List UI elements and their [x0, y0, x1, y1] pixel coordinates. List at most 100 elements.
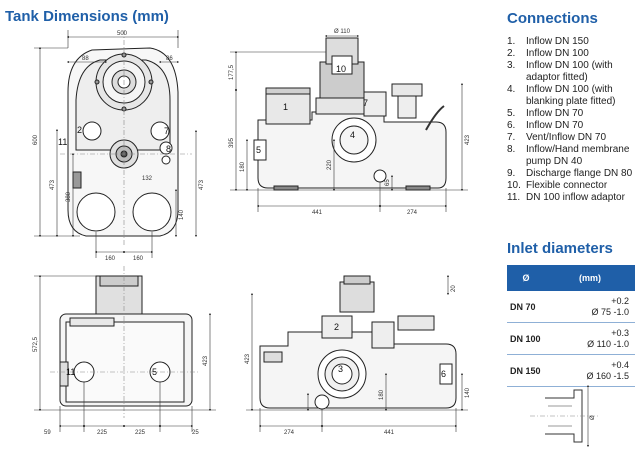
dim-380: 380	[66, 191, 72, 202]
connection-text: Inflow DN 100 (with adaptor fitted)	[526, 60, 613, 83]
connection-text: Vent/Inflow DN 70	[526, 132, 607, 143]
callout-3: 3	[338, 364, 343, 374]
rear-elevation-view	[259, 275, 457, 410]
connections-title: Connections	[507, 10, 598, 27]
table-header-diameter: Ø	[507, 265, 545, 291]
connection-text: Inflow DN 100 (with blanking plate fitte…	[526, 84, 616, 107]
inlet-name: DN 150	[507, 354, 545, 387]
connection-number: 9.	[507, 168, 516, 179]
connection-number: 1.	[507, 36, 516, 47]
dim-225-left: 225	[97, 430, 108, 436]
front-elevation-view	[50, 266, 200, 418]
connection-text: Inflow DN 150	[526, 36, 589, 47]
dim-86: 86	[166, 56, 173, 62]
connection-number: 5.	[507, 108, 516, 119]
inlet-name: DN 70	[507, 291, 545, 323]
dim-160-right: 160	[133, 256, 144, 262]
connection-text: Inflow/Hand membrane pump DN 40	[526, 144, 630, 167]
connection-item: 11.DN 100 inflow adaptor	[507, 192, 642, 204]
connection-item: 10.Flexible connector	[507, 180, 642, 192]
connection-number: 8.	[507, 144, 516, 155]
tank-dimensions-title: Tank Dimensions (mm)	[5, 8, 169, 25]
detail-diameter-label: Ø	[590, 415, 596, 420]
dim-423-front: 423	[203, 355, 209, 366]
side-elevation-labels: Ø 110 177,5 395 180 220 65 423 441 274 1…	[229, 29, 471, 216]
connection-item: 1. Inflow DN 150	[507, 36, 642, 48]
inlet-detail-sketch	[530, 384, 598, 448]
callout-7: 7	[164, 126, 169, 136]
connection-item: 7. Vent/Inflow DN 70	[507, 132, 642, 144]
table-header-mm: (mm)	[545, 265, 635, 291]
callout-8: 8	[166, 144, 171, 154]
connections-list: 1. Inflow DN 150 2. Inflow DN 100 3. Inflow D…	[507, 36, 642, 204]
connection-text: Discharge flange DN 80	[526, 168, 633, 179]
tolerance-upper: +0.4	[611, 359, 629, 370]
front-elevation-labels: 572,5 423 59 225 225 25 11 5	[33, 336, 209, 436]
dim-274-rear: 274	[284, 430, 295, 436]
dim-59: 59	[44, 430, 51, 436]
dim-473-right: 473	[199, 179, 205, 190]
callout-10: 10	[336, 64, 346, 74]
table-header-row: Ø (mm)	[507, 265, 635, 291]
callout-7-side: 7	[363, 98, 368, 108]
dim-441-side: 441	[312, 210, 323, 216]
dim-160-left: 160	[105, 256, 116, 262]
dim-500: 500	[117, 31, 128, 37]
callout-11-front: 11	[66, 367, 75, 377]
connection-number: 4.	[507, 84, 516, 95]
dim-88: 88	[82, 56, 89, 62]
tolerance-upper: +0.2	[611, 295, 629, 306]
dim-132: 132	[142, 176, 153, 182]
side-elevation-view	[253, 37, 447, 191]
tolerance-upper: +0.3	[611, 327, 629, 338]
dim-140-plan: 140	[179, 209, 185, 220]
callout-2: 2	[77, 125, 82, 135]
connection-number: 7.	[507, 132, 516, 143]
callout-1: 1	[283, 102, 288, 112]
dim-220: 220	[327, 159, 333, 170]
dim-225-right: 225	[135, 430, 146, 436]
connection-number: 2.	[507, 48, 516, 59]
connection-item: 6. Inflow DN 70	[507, 120, 642, 132]
dim-25: 25	[192, 430, 199, 436]
connection-item: 5. Inflow DN 70	[507, 108, 642, 120]
connection-text: Inflow DN 70	[526, 108, 584, 119]
tolerance-nominal: Ø 75 -1.0	[591, 306, 629, 317]
callout-2-rear: 2	[334, 322, 339, 332]
dim-441-rear: 441	[384, 430, 395, 436]
dim-600: 600	[33, 134, 39, 145]
callout-5: 5	[256, 145, 261, 155]
connection-text: Inflow DN 100	[526, 48, 589, 59]
dim-140-rear: 140	[465, 387, 471, 398]
tolerance-nominal: Ø 110 -1.0	[587, 338, 629, 349]
connection-item: 8. Inflow/Hand membrane pump DN 40	[507, 144, 642, 168]
connection-number: 6.	[507, 120, 516, 131]
connection-item: 3. Inflow DN 100 (with adaptor fitted)	[507, 60, 642, 84]
dim-180-side: 180	[240, 161, 246, 172]
dim-274-side: 274	[407, 210, 418, 216]
dim-423-rear: 423	[245, 353, 251, 364]
callout-4: 4	[350, 130, 355, 140]
inlet-name: DN 100	[507, 322, 545, 355]
dim-177-5: 177,5	[229, 64, 235, 80]
dim-395: 395	[229, 137, 235, 148]
callout-5-front: 5	[152, 367, 157, 377]
connection-text: Inflow DN 70	[526, 120, 584, 131]
connection-item: 2. Inflow DN 100	[507, 48, 642, 60]
connection-number: 11.	[507, 192, 521, 203]
dim-20: 20	[451, 285, 457, 292]
connection-number: 3.	[507, 60, 516, 71]
plan-view	[60, 30, 192, 246]
connection-text: Flexible connector	[526, 180, 608, 191]
dim-572-5: 572,5	[33, 336, 39, 352]
callout-6: 6	[441, 369, 446, 379]
dim-473-left: 473	[50, 179, 56, 190]
dim-65: 65	[385, 179, 391, 186]
